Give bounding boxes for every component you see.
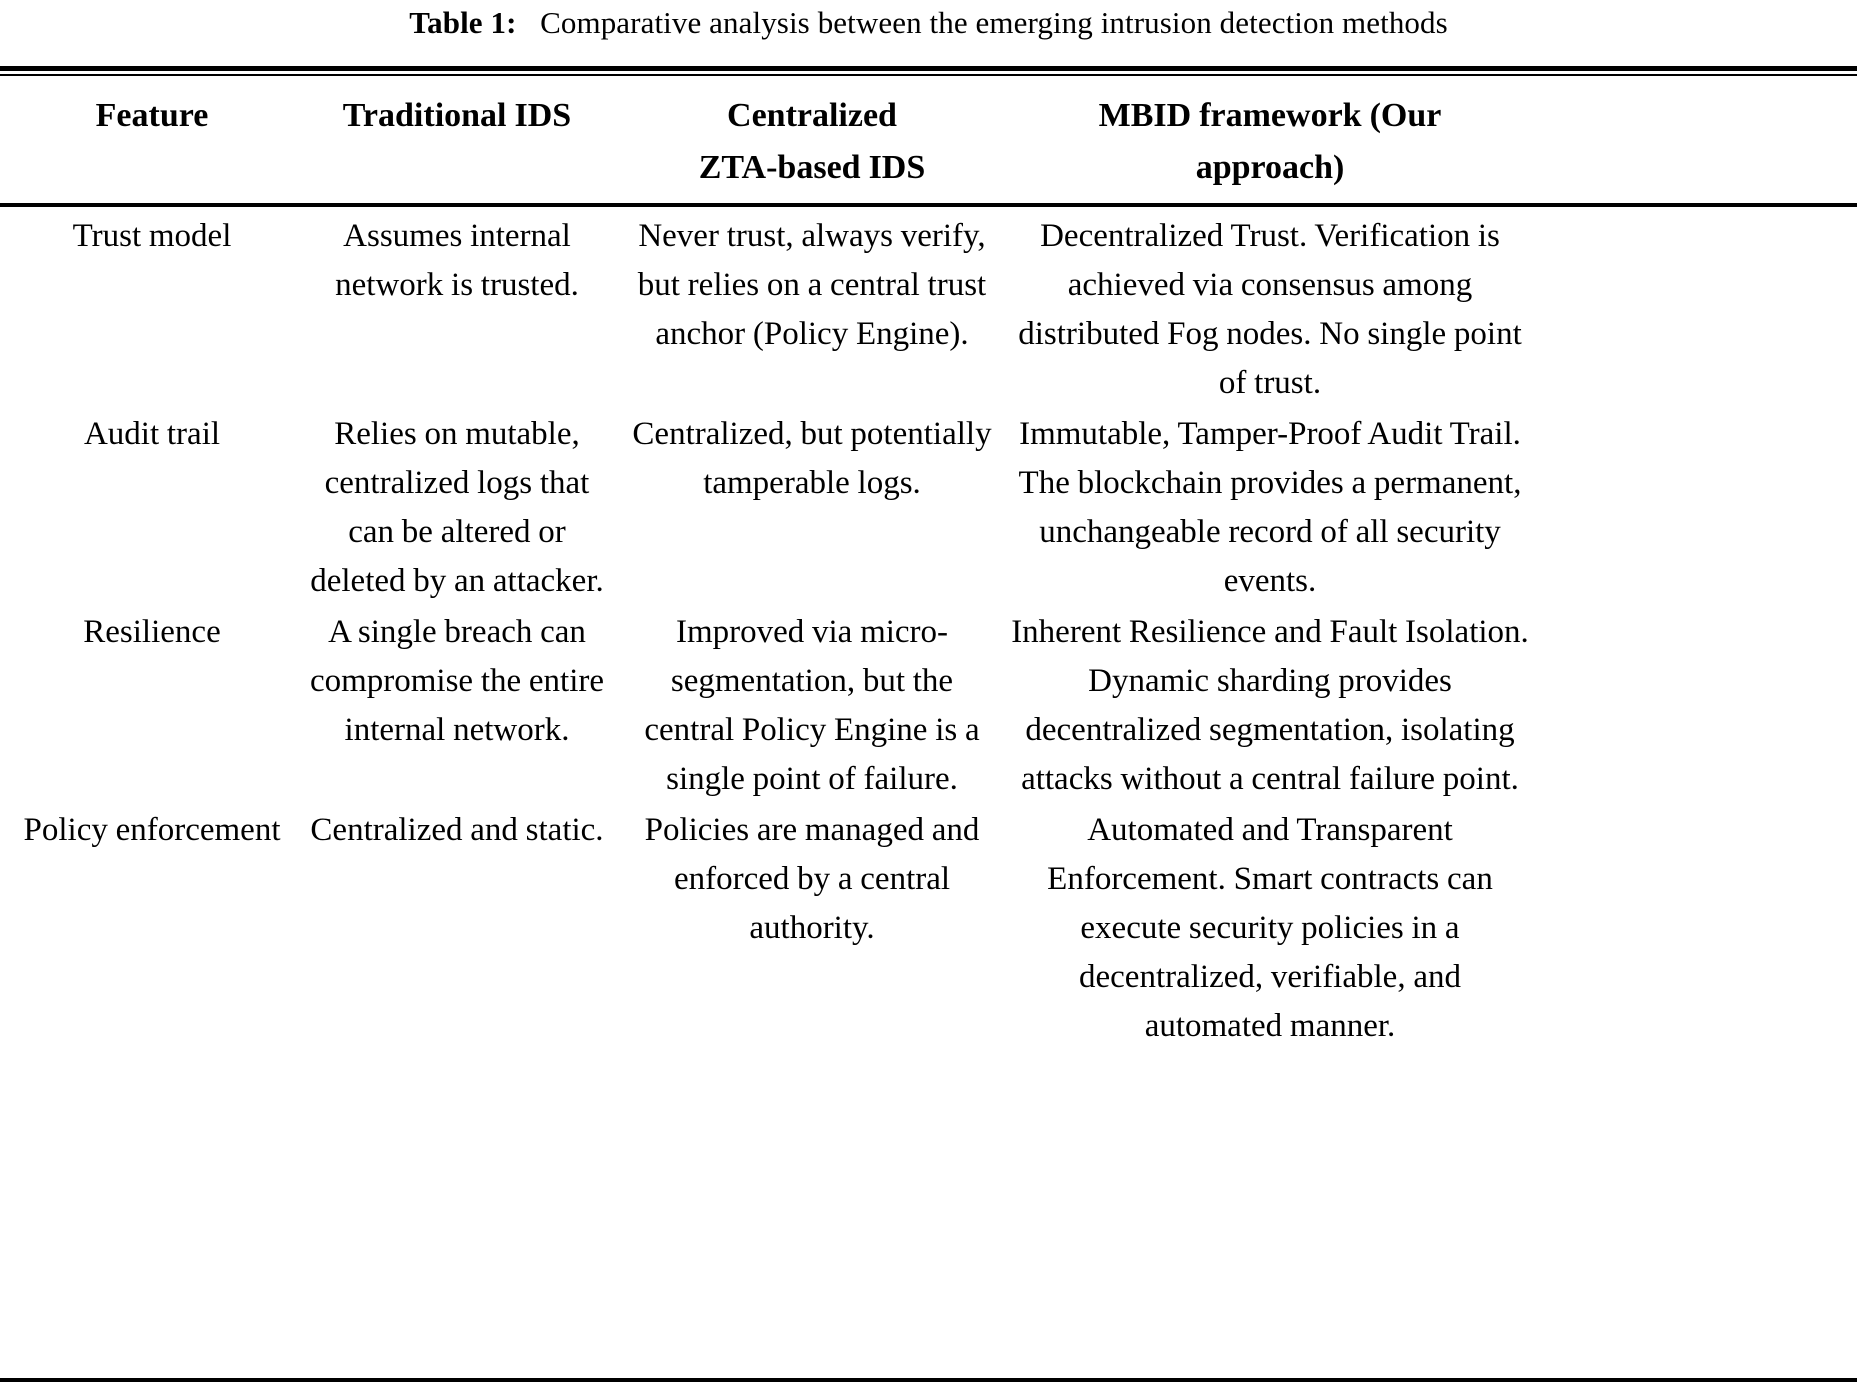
cell-spacer	[1542, 804, 1857, 806]
cell-centralized-zta-ids: Never trust, always verify, but relies o…	[637, 218, 987, 352]
table-row: Audit trail Relies on mutable, centraliz…	[0, 408, 1857, 606]
table-bottom-rule	[0, 1378, 1857, 1382]
cell-centralized-zta-ids: Policies are managed and enforced by a c…	[644, 812, 980, 946]
table-header-rule	[0, 203, 1857, 207]
cell-line: ZTA-based IDS	[698, 149, 926, 186]
cell-mbid-framework: Automated and Transparent Enforcement. S…	[1047, 812, 1493, 1044]
cell-centralized-zta-ids: Improved via micro-segmentation, but the…	[644, 614, 980, 797]
cell-spacer	[1542, 606, 1857, 608]
cell-traditional-ids: Assumes internal network is trusted.	[335, 218, 579, 303]
table-top-rule-thin	[0, 74, 1857, 76]
cell-feature: Audit trail	[83, 416, 221, 452]
cell-centralized-zta-ids: Centralized, but potentially tamperable …	[632, 416, 992, 501]
cell-feature: Resilience	[83, 614, 221, 650]
table-caption-text: Comparative analysis between the emergin…	[540, 5, 1448, 40]
cell-traditional-ids: Centralized and static.	[310, 812, 604, 848]
cell-spacer	[1542, 408, 1857, 410]
cell-line: Centralized	[727, 97, 897, 134]
cell-feature: Policy enforcement	[23, 812, 281, 848]
column-header-spacer	[1542, 78, 1857, 90]
cell-traditional-ids: Relies on mutable, centralized logs that…	[310, 416, 604, 599]
cell-feature: Trust model	[72, 218, 232, 254]
column-header-traditional-ids: Traditional IDS	[292, 78, 622, 142]
cell-spacer	[1542, 210, 1857, 212]
cell-traditional-ids: A single breach can compromise the entir…	[309, 614, 605, 748]
cell-line: Feature	[95, 97, 209, 134]
table-caption-label: Table 1:	[409, 5, 517, 40]
cell-mbid-framework: Immutable, Tamper-Proof Audit Trail. The…	[1018, 416, 1522, 599]
table-row: Resilience A single breach can compromis…	[0, 606, 1857, 804]
table-body-rows: Trust model Assumes internal network is …	[0, 210, 1857, 1051]
table-row: Trust model Assumes internal network is …	[0, 210, 1857, 408]
column-header-mbid-framework: MBID framework (Our approach)	[1002, 78, 1542, 194]
cell-mbid-framework: Inherent Resilience and Fault Isolation.…	[1011, 614, 1529, 797]
table-row: Policy enforcement Centralized and stati…	[0, 804, 1857, 1051]
cell-line: MBID framework (Our	[1098, 97, 1442, 134]
cell-line: Traditional IDS	[342, 97, 572, 134]
cell-mbid-framework: Decentralized Trust. Verification is ach…	[1018, 218, 1522, 401]
table-caption: Table 1: Comparative analysis between th…	[0, 2, 1857, 44]
table-top-rule-thick	[0, 66, 1857, 71]
column-header-feature: Feature	[0, 78, 292, 142]
cell-line: approach)	[1195, 149, 1345, 186]
